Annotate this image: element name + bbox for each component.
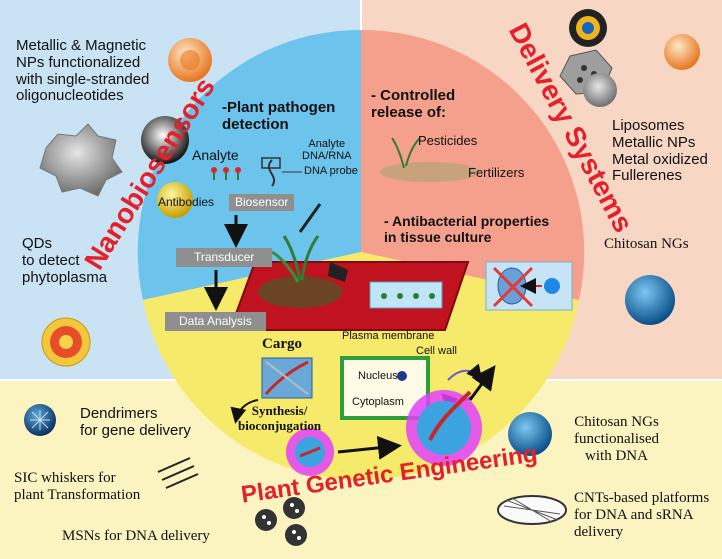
np-carrier-large-icon: [406, 390, 482, 466]
antibacterial-illustration: [485, 261, 573, 311]
chitosan-ng-icon: [625, 275, 675, 325]
dark-np-icon: [141, 116, 189, 164]
liposome-np-icon: [569, 9, 607, 47]
circle-sector-delivery: [361, 29, 585, 301]
sic-whiskers-label: SIC whiskers for plant Transformation: [14, 470, 141, 503]
pesticides-label: Pesticides: [418, 133, 478, 148]
transducer-box: Transducer: [176, 248, 273, 268]
controlled-release-label: - Controlled release of:: [371, 87, 456, 121]
dendrimer-icon: [24, 404, 56, 436]
qds-label: QDs to detect phytoplasma: [22, 235, 108, 286]
msn-icon: [255, 497, 307, 546]
np-carrier-small-icon: [286, 428, 334, 476]
cargo-dna-icon: [261, 357, 313, 399]
analyte-label: Analyte: [192, 147, 239, 163]
gray-spiky-np-icon: [39, 123, 123, 197]
delivery-np-list: Liposomes Metallic NPs Metal oxidized Fu…: [612, 117, 708, 185]
cell-wall-label: Cell wall: [416, 345, 457, 357]
biosensor-box: Biosensor: [229, 194, 295, 212]
cargo-label: Cargo: [262, 336, 302, 352]
metallic-nps-label: Metallic & Magnetic NPs functionalized w…: [16, 37, 150, 105]
dna-probe-label: DNA probe: [304, 165, 358, 177]
cnts-label: CNTs-based platforms for DNA and sRNA de…: [574, 490, 710, 540]
plasma-membrane-label: Plasma membrane: [342, 330, 435, 342]
pathogen-detection-label: -Plant pathogen detection: [222, 99, 336, 133]
antibacterial-label: - Antibacterial properties in tissue cul…: [384, 213, 550, 245]
biosensor-graphic: [211, 157, 302, 187]
cnt-icon: [497, 495, 567, 525]
pesticides-plant-icon: [380, 137, 480, 182]
analyte-dna-label: Analyte DNA/RNA: [302, 138, 352, 163]
chitosan-ngs-label: Chitosan NGs: [604, 236, 689, 252]
antibodies-label: Antibodies: [158, 195, 215, 209]
qd-phytoplasma-icon: [41, 317, 91, 367]
chitosan-dna-label: Chitosan NGs functionalised with DNA: [574, 414, 659, 464]
sic-whiskers-icon: [157, 457, 199, 489]
plant-tray-illustration: [228, 203, 470, 331]
metallic-np-icon: [664, 34, 700, 70]
chitosan-dna-icon: [508, 412, 552, 456]
dendrimers-label: Dendrimers for gene delivery: [80, 405, 191, 439]
fertilizers-label: Fertilizers: [468, 165, 525, 180]
synthesis-label: Synthesis/ bioconjugation: [238, 403, 322, 433]
circle-sector-sensors: [137, 29, 361, 301]
msns-label: MSNs for DNA delivery: [62, 528, 210, 544]
data-analysis-box: Data Analysis: [165, 312, 266, 332]
gold-np-icon: [157, 182, 193, 218]
metal-oxide-np-icon: [583, 73, 617, 107]
nucleus-label: Nucleus: [358, 370, 398, 382]
cytoplasm-label: Cytoplasm: [352, 396, 404, 408]
